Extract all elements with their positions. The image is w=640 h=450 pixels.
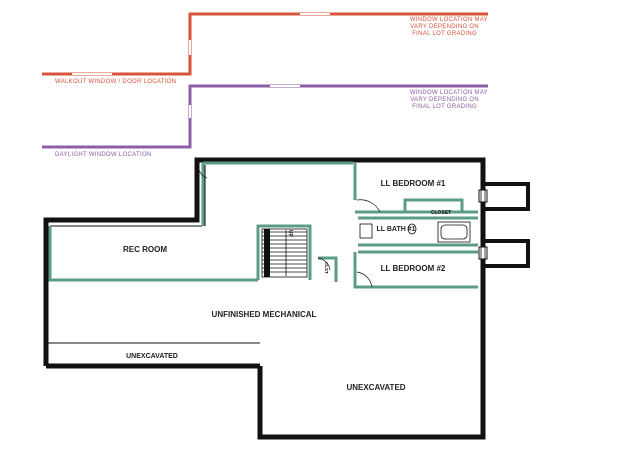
walkout-wall-line bbox=[42, 12, 488, 76]
room-label-unfinished-mechanical: UNFINISHED MECHANICAL bbox=[212, 310, 317, 319]
room-label-bedroom-1: LL BEDROOM #1 bbox=[381, 179, 446, 188]
staircase: UP bbox=[261, 228, 308, 278]
walkout-legend: WINDOW LOCATION MAY VARY DEPENDING ON FI… bbox=[42, 12, 488, 85]
walkout-label: WALKOUT WINDOW / DOOR LOCATION bbox=[55, 79, 176, 85]
room-label-rec-room: REC ROOM bbox=[123, 245, 167, 254]
room-label-bedroom-2: LL BEDROOM #2 bbox=[381, 264, 446, 273]
room-label-bath-1: LL BATH #1 bbox=[376, 226, 415, 233]
exterior-walls bbox=[43, 157, 530, 440]
room-label-unexcavated-right: UNEXCAVATED bbox=[346, 383, 405, 392]
daylight-note-3: FINAL LOT GRADING bbox=[412, 104, 477, 110]
window-markers bbox=[478, 189, 488, 260]
daylight-note-2: VARY DEPENDING ON bbox=[410, 97, 479, 103]
partition-walls bbox=[48, 161, 478, 289]
stair-up-label: UP bbox=[287, 230, 293, 238]
bath-fixtures bbox=[359, 221, 471, 243]
walkout-note-2: VARY DEPENDING ON bbox=[410, 24, 479, 30]
room-label-closet: CLOSET bbox=[431, 210, 451, 216]
room-label-unexcavated-left: UNEXCAVATED bbox=[126, 353, 178, 360]
inner-wall-lines bbox=[46, 165, 260, 344]
daylight-label: DAYLIGHT WINDOW LOCATION bbox=[55, 152, 152, 158]
walkout-note-3: FINAL LOT GRADING bbox=[412, 31, 477, 37]
room-label-closet-small: CLST bbox=[324, 262, 329, 274]
daylight-legend: WINDOW LOCATION MAY VARY DEPENDING ON FI… bbox=[42, 84, 488, 158]
door-swings bbox=[197, 164, 381, 288]
daylight-note-1: WINDOW LOCATION MAY bbox=[410, 90, 488, 96]
walkout-note-1: WINDOW LOCATION MAY bbox=[410, 17, 488, 23]
